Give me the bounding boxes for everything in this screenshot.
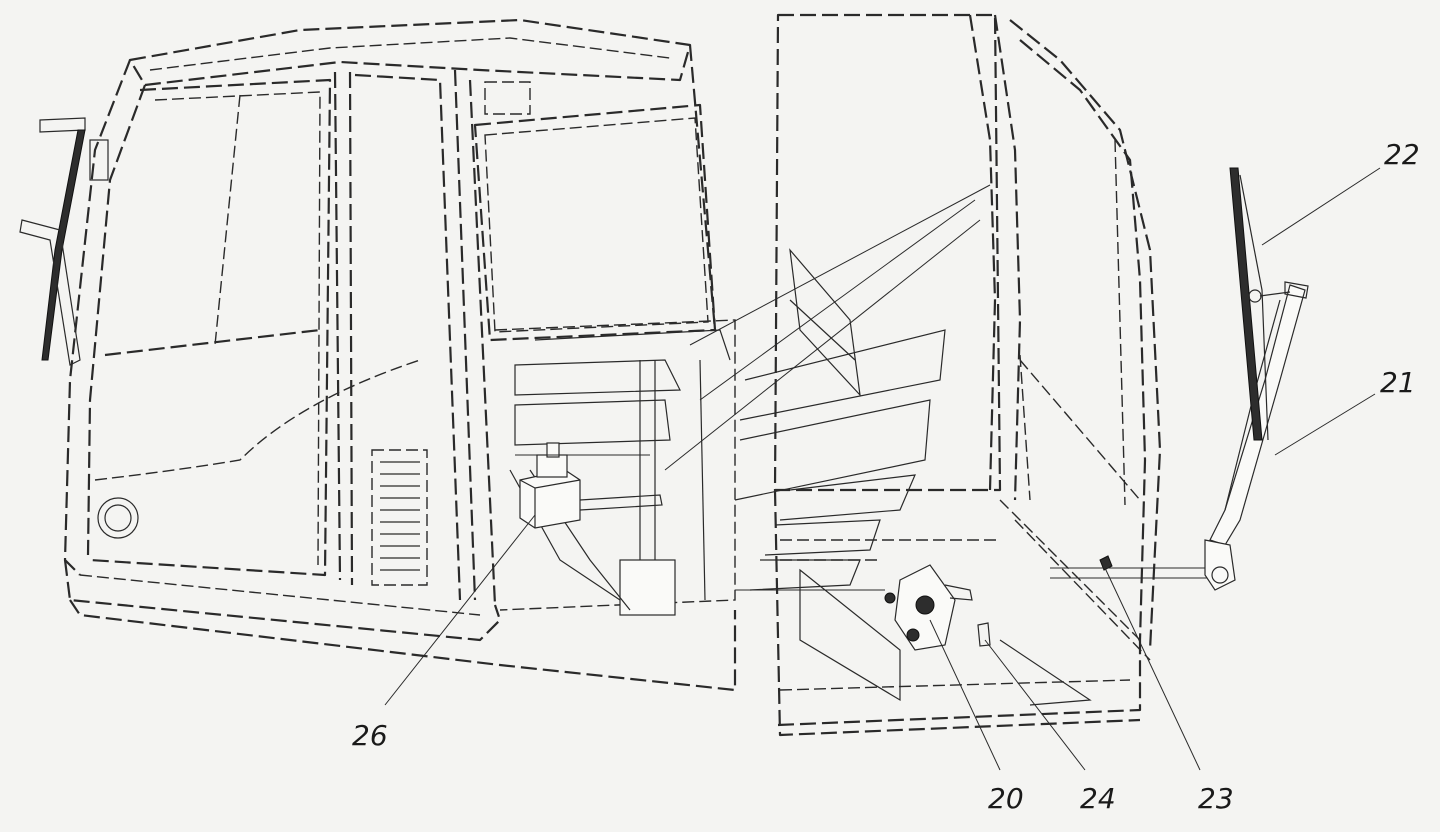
wiper-arm-hub-nut: [1211, 566, 1229, 584]
left-wiper-blade: [41, 129, 86, 361]
plate-4: [764, 519, 881, 556]
callout-26: 26: [352, 719, 388, 752]
mount-plate-upper: [514, 359, 681, 396]
center-pillar-inner: [348, 71, 354, 586]
door-frame-inner: [154, 91, 321, 566]
rear-wall-outline: [773, 13, 1002, 492]
left-exterior-wiper: [19, 117, 109, 366]
wiper-blade-connector: [1259, 291, 1291, 297]
wiper-blade-joint: [1248, 289, 1262, 303]
bracket-bolt-1: [906, 628, 920, 642]
right-cab-view: [515, 13, 1309, 737]
cab-base-left: [63, 559, 502, 642]
front-window: [473, 103, 717, 342]
floor-seam-3: [779, 679, 1131, 691]
callout-23: 23: [1198, 782, 1234, 815]
clip-24: [977, 622, 991, 647]
motor-shaft: [546, 442, 560, 458]
floor-diag-edge: [999, 499, 1141, 641]
bracket-pivot: [915, 595, 935, 615]
floor-diag-edge-2: [1014, 519, 1151, 661]
door-handle-knob: [104, 504, 132, 532]
roof-vent-block: [484, 81, 531, 115]
leader-22: [1261, 167, 1381, 246]
plate-2: [734, 399, 931, 501]
side-vent-grille: [371, 449, 428, 586]
panel-a-line: [789, 299, 856, 361]
motor-output-link: [579, 494, 663, 511]
side-window-sill: [1019, 359, 1141, 501]
motor-mounting-box: [494, 319, 736, 616]
mount-rod-3: [699, 359, 706, 601]
callout-leaders: [384, 167, 1381, 771]
explode-line-1: [689, 184, 991, 346]
leader-24: [984, 639, 1086, 771]
callout-22: 22: [1384, 138, 1420, 171]
front-window-inner: [484, 117, 709, 333]
mount-box-outline: [494, 319, 736, 611]
side-window-right: [1114, 139, 1126, 506]
right-view-pillar-a: [968, 14, 997, 491]
vent-slats: [380, 461, 420, 571]
door-window-sill: [104, 328, 321, 357]
center-pillar: [333, 71, 342, 581]
plate-1: [739, 329, 946, 421]
cab-base-lower: [69, 599, 737, 692]
panel-a: [789, 248, 861, 397]
left-cab-view: [19, 18, 737, 692]
plate-5: [749, 559, 861, 591]
side-frame-outer: [1009, 19, 1162, 651]
plate-3: [779, 474, 916, 521]
right-pillar: [688, 44, 717, 331]
mount-plate-middle: [514, 399, 671, 446]
wiper-motor-26: [519, 442, 663, 529]
floor-rail-left: [799, 568, 901, 702]
cab-roof: [128, 18, 692, 87]
floor-rail-right: [999, 639, 1092, 706]
motor-cap: [536, 454, 568, 478]
rear-pillar-inner: [468, 79, 497, 606]
wiper-blade-rubber: [1229, 167, 1263, 441]
leader-23: [1104, 567, 1201, 771]
front-left-pillar-inner: [86, 84, 147, 556]
wiper-blade-22: [1229, 167, 1291, 441]
explode-line-3: [664, 219, 981, 471]
wiper-bracket-20: [884, 564, 973, 651]
cab-base-line: [79, 574, 481, 616]
leader-20: [929, 619, 1001, 771]
right-view-pillar-b: [993, 14, 1022, 501]
wiper-arm-tip: [1284, 281, 1309, 299]
grommet-23: [1099, 555, 1113, 571]
side-panel-edge: [354, 73, 462, 601]
motor-housing: [519, 469, 581, 529]
callout-20: 20: [988, 782, 1024, 815]
side-window-left: [1019, 354, 1031, 501]
side-frame-inner: [1019, 39, 1147, 641]
leader-21: [1274, 393, 1376, 456]
callout-24: 24: [1080, 782, 1116, 815]
mount-plate-top: [534, 329, 731, 361]
front-left-pillar: [63, 59, 132, 576]
rear-pillar: [453, 69, 477, 601]
left-wiper-arm: [19, 219, 81, 366]
wiper-blade-frame: [1239, 174, 1269, 441]
leader-26: [384, 514, 536, 706]
window-divider: [214, 94, 241, 346]
callout-21: 21: [1380, 366, 1416, 399]
bracket-bolt-2: [884, 592, 896, 604]
door-lower-curve: [94, 359, 421, 481]
callout-labels: 22 21 26 20 24 23: [352, 138, 1420, 815]
left-wiper-mount: [89, 139, 109, 181]
roof-inner-edge: [149, 37, 671, 71]
bracket-connector: [944, 584, 973, 601]
door-frame: [89, 78, 332, 577]
floor-base: [777, 640, 1142, 727]
door-handle-ring: [97, 497, 139, 539]
linkage-block: [619, 559, 676, 616]
floor-front-edge: [773, 489, 1141, 737]
exploded-linkage-plates: [515, 184, 991, 591]
explode-line-2: [699, 199, 976, 401]
